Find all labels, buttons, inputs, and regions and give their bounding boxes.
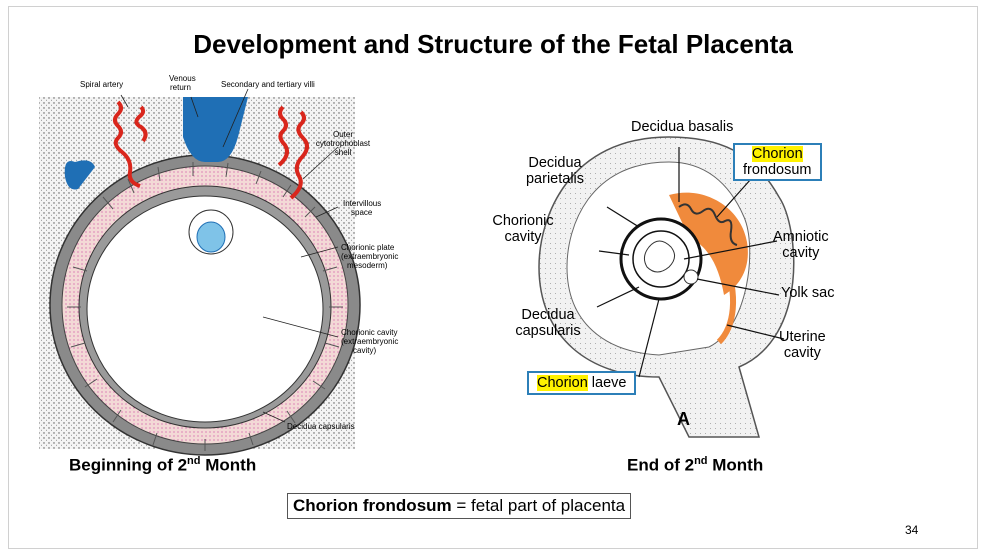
definition-term: Chorion frondosum xyxy=(293,496,452,515)
yolk-sac-shape xyxy=(683,269,699,285)
left-caption: Beginning of 2nd Month xyxy=(69,455,256,476)
label-amniotic-cavity-1: Amniotic xyxy=(773,229,829,245)
label-decidua-capsularis-right: Decidua capsularis xyxy=(505,307,591,339)
label-venous-return-1: Venous xyxy=(169,74,196,83)
right-caption-sup: nd xyxy=(694,455,708,467)
label-outer-cyto-3: shell xyxy=(335,148,352,157)
label-uterine-cavity-2: cavity xyxy=(783,345,821,361)
slide: Development and Structure of the Fetal P… xyxy=(8,6,978,549)
left-caption-main: Beginning of 2 xyxy=(69,455,188,475)
page-number: 34 xyxy=(905,523,919,537)
label-spiral-artery: Spiral artery xyxy=(80,80,123,89)
definition-rest: = fetal part of placenta xyxy=(451,496,626,515)
label-decidua-parietalis-1: Decidua xyxy=(528,155,582,171)
definition-box: Chorion frondosum = fetal part of placen… xyxy=(287,493,632,519)
label-venous-return-2: return xyxy=(170,83,191,92)
label-outer-cyto-1: Outer xyxy=(333,130,353,139)
label-uterine-cavity: Uterine cavity xyxy=(779,329,826,361)
chorion-frondosum-text: frondosum xyxy=(743,162,812,178)
chorion-frondosum-box: Chorion frondosum xyxy=(733,143,822,181)
villi xyxy=(67,162,343,451)
villi-wavy xyxy=(678,203,738,246)
spiral-artery-left xyxy=(113,100,141,188)
spiral-artery-right xyxy=(277,105,289,167)
right-leader-lines xyxy=(596,147,785,378)
label-secondary-tertiary-villi: Secondary and tertiary villi xyxy=(221,80,315,89)
embryo-figure xyxy=(643,240,675,273)
left-caption-end: Month xyxy=(200,455,257,475)
label-chorionic-plate-3: mesoderm) xyxy=(347,261,388,270)
slide-title: Development and Structure of the Fetal P… xyxy=(193,29,793,59)
label-chorionic-cavity-2: cavity xyxy=(504,229,542,245)
label-decidua-capsularis-1: Decidua xyxy=(521,307,575,323)
early-placenta-diagram: Spiral artery Venous return Secondary an… xyxy=(39,74,398,456)
label-amniotic-cavity: Amniotic cavity xyxy=(773,229,829,261)
chorion-laeve-box: Chorion laeve xyxy=(527,371,637,395)
panel-letter: A xyxy=(677,409,690,429)
label-decidua-basalis: Decidua basalis xyxy=(631,119,734,135)
label-yolk-sac: Yolk sac xyxy=(781,285,835,301)
label-outer-cyto-2: cytotrophoblast xyxy=(316,139,371,148)
embryo xyxy=(196,221,226,253)
left-caption-sup: nd xyxy=(187,455,201,467)
chorion-frondosum xyxy=(669,192,748,295)
venous-return xyxy=(183,97,248,162)
label-chorionic-cavity-1: Chorionic cavity xyxy=(341,328,397,337)
chorion-frondosum-highlight: Chorion xyxy=(751,146,803,162)
label-chorionic-cavity-3: cavity) xyxy=(353,346,376,355)
label-chorionic-plate-1: Chorionic plate xyxy=(341,243,395,252)
label-chorionic-cavity: Chorionic cavity xyxy=(489,213,557,245)
label-decidua-parietalis-2: parietalis xyxy=(525,171,585,187)
right-caption-main: End of 2 xyxy=(627,455,695,475)
right-caption: End of 2nd Month xyxy=(627,455,763,476)
late-placenta-diagram xyxy=(538,136,795,438)
label-decidua-capsularis-2: capsularis xyxy=(515,323,581,339)
label-uterine-cavity-1: Uterine xyxy=(779,329,826,345)
right-caption-end: Month xyxy=(707,455,764,475)
spiral-artery-mid xyxy=(134,105,148,143)
leader-lines xyxy=(120,88,339,423)
label-chorionic-cavity-1: Chorionic xyxy=(492,213,554,229)
chorion-laeve-highlight: Chorion xyxy=(537,375,588,391)
label-amniotic-cavity-2: cavity xyxy=(782,245,820,261)
label-chorionic-cavity-2: (extraembryonic xyxy=(341,337,398,346)
left-vein xyxy=(64,160,95,190)
label-intervillous-1: Intervillous xyxy=(343,199,381,208)
spiral-artery-far-right xyxy=(289,110,309,200)
label-chorionic-plate-2: (extraembryonic xyxy=(341,252,398,261)
label-decidua-capsularis: Decidua capsularis xyxy=(287,422,355,431)
label-decidua-parietalis: Decidua parietalis xyxy=(515,155,595,187)
chorion-laeve-text: laeve xyxy=(587,375,627,391)
label-intervillous-2: space xyxy=(351,208,373,217)
chorionic-cavity xyxy=(86,195,324,423)
